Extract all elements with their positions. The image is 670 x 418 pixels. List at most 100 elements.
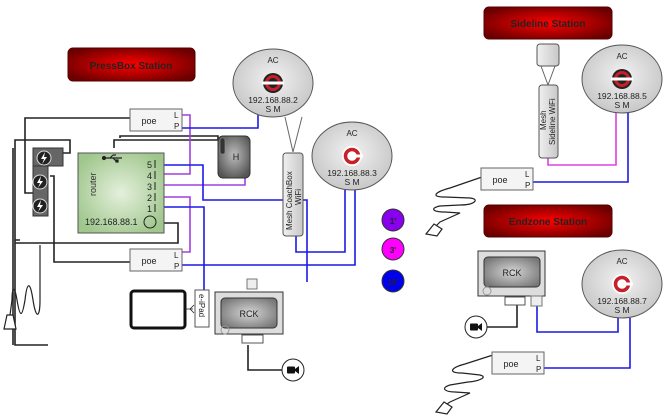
router-port-2: 2: [147, 193, 152, 203]
coiled-cable: [443, 354, 494, 407]
router-port-1: 1: [147, 204, 152, 214]
ac-logo-icon: [611, 69, 633, 89]
cable-10ft: [158, 206, 205, 290]
svg-text:192.168.88.5: 192.168.88.5: [597, 91, 647, 101]
router-port-3: 3: [147, 182, 152, 192]
svg-text:1': 1': [390, 217, 396, 226]
rck-pressbox[interactable]: RCK: [214, 278, 284, 344]
plug-icon: [434, 401, 453, 415]
ipad-connector: [185, 304, 195, 314]
power-cable: [14, 139, 71, 241]
power-cables: [12, 117, 219, 346]
svg-text:poe: poe: [503, 359, 518, 369]
mesh-sideline-antenna: [536, 43, 560, 67]
usb-icon: [101, 154, 122, 163]
camera-cable: [487, 305, 518, 328]
ac-logo-icon: [342, 146, 363, 166]
hub[interactable]: H: [217, 135, 251, 179]
cable-10ft: [536, 300, 619, 333]
svg-text:L: L: [174, 251, 179, 260]
hdmi-port-icon: [504, 296, 526, 306]
cable-10ft: [543, 318, 631, 369]
power-cable: [119, 135, 219, 140]
sideline-banner: Sideline Station: [483, 6, 613, 40]
power-cable: [50, 175, 130, 263]
poe-sideline[interactable]: poe L P: [480, 167, 534, 191]
ac-192-168-88-7[interactable]: AC 192.168.88.7 S M: [581, 249, 663, 319]
endzone-banner: Endzone Station: [483, 204, 613, 238]
svg-text:L: L: [525, 170, 530, 179]
cable-3ft: [547, 113, 617, 166]
pressbox-title: PressBox Station: [90, 61, 173, 72]
svg-text:S M: S M: [614, 305, 629, 315]
svg-text:P: P: [174, 122, 179, 131]
svg-text:poe: poe: [141, 116, 156, 126]
endzone-title: Endzone Station: [509, 217, 587, 228]
plug-icon: [3, 314, 17, 330]
svg-text:S M: S M: [265, 104, 280, 114]
svg-text:Mesh CoachBox: Mesh CoachBox: [285, 171, 294, 230]
poe-pressbox-top[interactable]: poe L P: [129, 108, 183, 132]
router[interactable]: router 5 4 3 2 1 192.168.88.1: [77, 152, 165, 234]
svg-text:AC: AC: [616, 257, 627, 266]
ac-logo-icon: [262, 73, 284, 93]
cable-legend: 1' 3' 10': [381, 208, 405, 293]
ethernet-port-icon: [530, 295, 543, 307]
ac-192-168-88-3[interactable]: AC 192.168.88.3 S M: [311, 121, 393, 191]
cable-10ft: [180, 190, 356, 266]
router-power-port: [143, 215, 157, 229]
svg-text:P: P: [536, 365, 541, 374]
cable-10ft: [158, 164, 308, 282]
camera-icon: [464, 315, 488, 339]
svg-text:3': 3': [390, 246, 396, 255]
coiled-cable: [9, 245, 41, 316]
legend-10ft: [381, 269, 405, 293]
ipad-box[interactable]: e-iPad: [194, 289, 210, 328]
svg-text:192.168.88.7: 192.168.88.7: [597, 296, 647, 306]
camera-icon: [281, 358, 305, 382]
router-port-5: 5: [147, 160, 152, 170]
ac-logo-icon: [612, 274, 633, 294]
svg-text:L: L: [174, 111, 179, 120]
ac-192-168-88-2[interactable]: AC 192.168.88.2 S M: [232, 48, 314, 118]
cable-10ft: [180, 108, 259, 129]
router-ip: 192.168.88.1: [85, 217, 138, 227]
svg-text:RCK: RCK: [239, 309, 258, 319]
svg-text:WiFi: WiFi: [294, 189, 303, 205]
svg-text:S M: S M: [344, 177, 359, 187]
power-cable: [15, 222, 179, 244]
cables: [3, 65, 631, 415]
svg-text:192.168.88.2: 192.168.88.2: [248, 95, 298, 105]
svg-text:AC: AC: [267, 56, 278, 65]
camera-cable: [247, 345, 282, 371]
rck-endzone[interactable]: RCK: [477, 250, 546, 307]
poe-endzone[interactable]: poe L P: [491, 351, 545, 375]
svg-text:192.168.88.3: 192.168.88.3: [327, 168, 377, 178]
svg-text:AC: AC: [616, 52, 627, 61]
ipad-icon: [129, 289, 187, 330]
svg-text:P: P: [525, 181, 530, 190]
cable-1ft: [158, 114, 191, 175]
svg-text:10': 10': [388, 278, 399, 287]
poe-pressbox-bottom[interactable]: poe L P: [129, 248, 183, 272]
plug-icon: [424, 223, 443, 237]
svg-text:poe: poe: [141, 256, 156, 266]
ethernet-port-icon: [246, 278, 258, 290]
ac-192-168-88-5[interactable]: AC 192.168.88.5 S M: [581, 44, 663, 114]
legend-1ft: [381, 208, 405, 232]
svg-text:e-iPad: e-iPad: [197, 294, 206, 317]
cable-10ft: [533, 113, 629, 183]
svg-text:Sideline WiFi: Sideline WiFi: [548, 98, 557, 145]
svg-text:RCK: RCK: [502, 268, 521, 278]
mesh-coachbox[interactable]: Mesh CoachBox WiFi: [282, 152, 304, 237]
svg-text:poe: poe: [492, 175, 507, 185]
svg-text:Mesh: Mesh: [539, 110, 548, 130]
router-label: router: [88, 172, 98, 196]
router-port-4: 4: [147, 171, 152, 181]
hdmi-port-icon: [241, 334, 264, 344]
mesh-sideline[interactable]: Mesh Sideline WiFi: [538, 84, 559, 159]
cable-1ft: [158, 178, 246, 186]
legend-3ft: [381, 237, 405, 261]
svg-text:S M: S M: [614, 100, 629, 110]
